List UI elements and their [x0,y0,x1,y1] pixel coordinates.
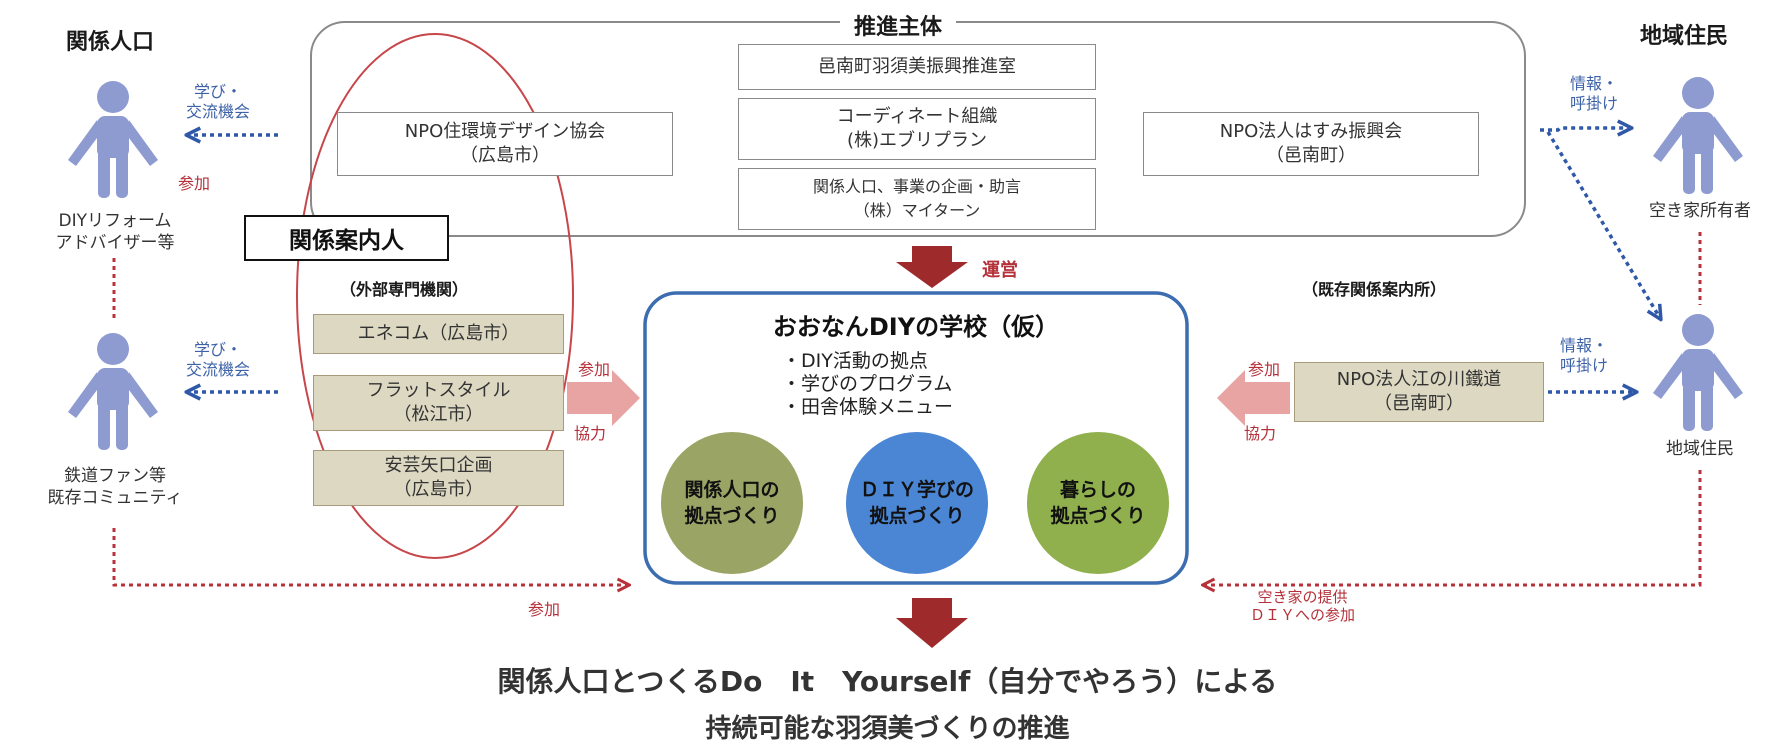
coordinator-line1: コーディネート組織 [836,106,998,127]
vacant-house-line2: ＤＩＹへの参加 [1250,606,1356,624]
town-office-label: 邑南町羽須美振興推進室 [818,56,1016,77]
planning-line2: （株）マイターン [853,201,981,220]
circle-shape-kurashi [1027,432,1169,574]
guide-label: 関係案内人 [289,228,404,254]
external-org-box: 安芸矢口企画 （広島市） [313,450,564,506]
info-call-line2: 呼掛け [1560,356,1609,375]
circle-line1: 暮らしの [1059,479,1136,501]
school-bullet: ・学びのプログラム [782,373,953,395]
school-bullets: ・DIY活動の拠点 ・学びのプログラム ・田舎体験メニュー [782,350,953,419]
external-org-line1: 安芸矢口企画 [384,455,493,476]
vacant-house-label: 空き家の提供 ＤＩＹへの参加 [1250,588,1355,624]
left-red-dotted-line [112,528,628,585]
info-call-label: 情報・ 呼掛け [1560,336,1608,376]
existing-org-line2: （邑南町） [1374,393,1464,414]
external-org-line1: フラットスタイル [366,380,511,401]
person-icon [1653,77,1743,194]
external-org-line2: （広島市） [393,479,484,500]
circle-line1: ＤＩＹ学びの [859,479,974,501]
right-pink-arrow [1217,370,1290,426]
left-pink-arrow [567,370,640,426]
blue-dotted-arrow [1540,128,1630,130]
circle-diy: ＤＩＹ学びの 拠点づくり [846,432,988,574]
learn-exchange-label: 学び・ 交流機会 [186,82,250,122]
planning-box: 関係人口、事業の企画・助言 （株）マイターン [738,168,1096,230]
diy-advisor-line1: DIYリフォーム [58,211,172,231]
planning-line1: 関係人口、事業の企画・助言 [812,177,1021,196]
circle-kurashi: 暮らしの 拠点づくり [1027,432,1169,574]
result-arrow [896,598,968,648]
coordinator-line2: (株)エブリプラン [846,130,988,151]
person-icon [68,81,158,198]
npo-jukankyo-line2: （広島市） [460,145,550,166]
info-call-line1: 情報・ [1570,74,1619,93]
right-participate-label: 参加 [1248,360,1281,379]
diy-advisor-label: DIYリフォーム アドバイザー等 [30,210,200,254]
guide-ellipse [296,33,574,559]
npo-hasumi-line2: （邑南町） [1266,145,1356,166]
left-cooperate-label: 協力 [574,424,607,443]
vacant-owner-label: 空き家所有者 [1649,201,1751,221]
diy-advisor-line2: アドバイザー等 [55,233,175,253]
learn-exchange-line2: 交流機会 [186,102,251,121]
learn-exchange-line1: 学び・ [194,340,243,359]
blue-dotted-arrow [1546,131,1660,318]
railway-fan-line1: 鉄道ファン等 [64,466,166,486]
school-title: おおなんDIYの学校（仮） [772,313,1060,341]
npo-hasumi-line1: NPO法人はすみ振興会 [1219,121,1403,142]
school-bullet: ・DIY活動の拠点 [782,350,928,372]
npo-hasumi-box: NPO法人はすみ振興会 （邑南町） [1143,112,1479,176]
info-call-line1: 情報・ [1560,336,1609,355]
external-org-box: フラットスタイル （松江市） [313,375,564,431]
town-office-box: 邑南町羽須美振興推進室 [738,44,1096,90]
person-icon [68,333,158,450]
left-participate-label: 参加 [578,360,611,379]
manage-label: 運営 [982,260,1018,281]
circle-line1: 関係人口の [684,479,780,501]
chiiki-jumin-heading: 地域住民 [1640,24,1729,49]
gaibu-heading: （外部専門機関） [340,280,469,299]
right-red-dotted-line [1204,470,1702,585]
existing-org-box: NPO法人江の川鐵道 （邑南町） [1294,362,1544,422]
right-cooperate-label: 協力 [1244,424,1277,443]
external-org-box: エネコム（広島市） [313,314,564,354]
circle-line2: 拠点づくり [1050,505,1146,527]
circle-shape-diy [846,432,988,574]
conclusion-line2: 持続可能な羽須美づくりの推進 [705,714,1070,744]
existing-org-line1: NPO法人江の川鐵道 [1336,369,1502,390]
learn-exchange-line2: 交流機会 [186,360,251,379]
kizon-heading: （既存関係案内所） [1302,280,1447,299]
circle-line2: 拠点づくり [684,505,780,527]
info-call-line2: 呼掛け [1570,94,1619,113]
info-call-label: 情報・ 呼掛け [1570,74,1618,114]
bottom-participate-label: 参加 [528,600,561,619]
npo-jukankyo-box: NPO住環境デザイン協会 （広島市） [337,112,673,176]
promoter-heading: 推進主体 [840,9,957,41]
railway-fan-label: 鉄道ファン等 既存コミュニティ [20,465,210,509]
school-bullet: ・田舎体験メニュー [782,396,954,418]
external-org-line1: エネコム（広島市） [357,323,520,344]
vacant-house-line1: 空き家の提供 [1257,588,1348,606]
circle-shape-kankei [661,432,803,574]
kankei-jinko-heading: 関係人口 [66,30,155,55]
external-org-line2: （松江市） [393,404,484,425]
manage-arrow [896,246,968,288]
guide-label-box: 関係案内人 [244,215,449,261]
npo-jukankyo-line1: NPO住環境デザイン協会 [404,121,606,142]
local-resident-label: 地域住民 [1666,439,1734,459]
learn-exchange-label: 学び・ 交流機会 [186,340,250,380]
person-icon [1653,314,1743,431]
circle-line2: 拠点づくり [869,505,965,527]
conclusion-line1: 関係人口とつくるDo It Yourself（自分でやろう）による [497,665,1278,698]
coordinator-box: コーディネート組織 (株)エブリプラン [738,98,1096,160]
circle-kankei: 関係人口の 拠点づくり [661,432,803,574]
learn-exchange-line1: 学び・ [194,82,243,101]
railway-fan-line2: 既存コミュニティ [47,488,183,508]
participate-label: 参加 [178,174,211,193]
